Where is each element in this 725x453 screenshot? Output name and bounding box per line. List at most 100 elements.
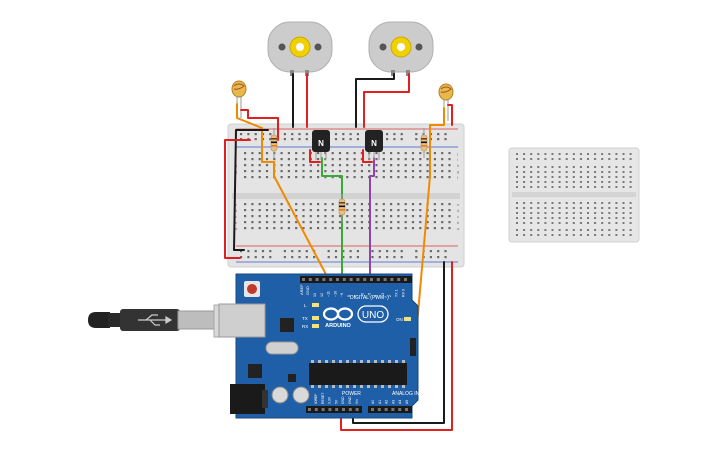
npn-transistor-right[interactable]: N xyxy=(365,130,383,160)
atmega-chip xyxy=(309,363,407,385)
resistor-right[interactable] xyxy=(420,128,428,158)
digital-pin-label: 13 xyxy=(313,293,317,297)
wire-motor-right-black xyxy=(355,73,395,128)
digital-pin-label: 12 xyxy=(320,293,324,297)
row-letter: a xyxy=(235,226,238,231)
analog-pin-label: A0 xyxy=(371,400,375,404)
analog-label: ANALOG IN xyxy=(392,391,420,397)
row-letter: c xyxy=(457,214,459,219)
led-label-tx: TX xyxy=(302,316,308,321)
wire-left-red-loop xyxy=(224,139,251,259)
analog-pin-label: A1 xyxy=(378,400,382,404)
dc-motor-left[interactable] xyxy=(267,21,333,76)
led-label-rx: RX xyxy=(302,324,308,329)
power-pin-label: IOREF xyxy=(314,394,318,404)
power-pin-label: RESET xyxy=(321,393,325,404)
row-letter: b xyxy=(457,220,460,225)
power-pin-label: 5V xyxy=(334,399,338,404)
power-pin-label: GND xyxy=(341,396,345,404)
arduino-brand: ARDUINO xyxy=(325,323,351,329)
row-letter: i xyxy=(457,157,458,162)
transistor-label: N xyxy=(318,139,324,148)
wire-green-signal xyxy=(321,157,343,284)
regulator xyxy=(248,364,262,378)
mini-breadboard[interactable] xyxy=(508,147,640,243)
resistor-left[interactable] xyxy=(270,128,278,158)
digital-pin-label: TX 1 xyxy=(395,289,399,297)
analog-pin-label: A2 xyxy=(385,400,389,404)
arduino-logo-icon xyxy=(322,307,354,321)
digital-header[interactable] xyxy=(300,276,412,283)
digital-pin-label: ~11 xyxy=(327,291,331,297)
wire-purple-signal xyxy=(369,157,375,284)
digital-pin-label: ~9 xyxy=(340,293,344,297)
power-pin-label: Vin xyxy=(355,399,359,404)
digital-pin-label: ~6 xyxy=(361,293,365,297)
row-letter: b xyxy=(235,220,238,225)
digital-header-label: DIGITAL (PWM~) xyxy=(350,295,389,301)
crystal-oscillator xyxy=(265,341,299,355)
power-pin-label: GND xyxy=(348,396,352,404)
wire-left-black-loop xyxy=(233,129,269,251)
digital-pin-label: 7 xyxy=(354,295,358,297)
digital-pin-label: ~10 xyxy=(333,291,337,297)
icsp-header xyxy=(410,338,416,356)
led-label-l: L xyxy=(304,303,307,308)
arduino-usb-port[interactable] xyxy=(218,303,266,338)
wire-ldr-right-red xyxy=(447,104,453,126)
wire-q2-collector xyxy=(362,149,373,163)
row-letter: g xyxy=(457,169,459,174)
wire-motor-right-red xyxy=(363,73,410,128)
digital-pin-label: 4 xyxy=(374,295,378,297)
digital-pin-label: ~3 xyxy=(381,293,385,297)
digital-pin-label: 8 xyxy=(347,295,351,297)
row-letter: d xyxy=(235,208,237,213)
capacitor xyxy=(292,386,310,404)
row-letter: c xyxy=(235,214,237,219)
chip-pins xyxy=(311,360,405,388)
row-letter: d xyxy=(457,208,459,213)
arduino-model: UNO xyxy=(362,310,384,321)
digital-pin-label: 2 xyxy=(388,295,392,297)
wire-ldr-left-orange xyxy=(236,103,275,163)
power-header[interactable] xyxy=(306,406,362,413)
wire-q1-collector xyxy=(309,149,321,163)
analog-pin-label: A4 xyxy=(398,400,402,404)
led-label-on: ON xyxy=(396,317,403,322)
digital-header-pins xyxy=(302,278,407,281)
power-pin-label: 3.3V xyxy=(328,396,332,404)
analog-pin-label: A3 xyxy=(391,400,395,404)
gnd-label: GND xyxy=(305,286,310,295)
bottom-header-pins xyxy=(308,408,408,411)
npn-transistor-left[interactable]: N xyxy=(312,130,330,160)
digital-pin-label: ~5 xyxy=(367,293,371,297)
analog-header[interactable] xyxy=(368,406,412,413)
mini-breadboard-holes xyxy=(516,153,632,236)
row-letter: a xyxy=(457,226,460,231)
row-letter: j xyxy=(456,151,458,156)
power-label: POWER xyxy=(342,391,361,397)
digital-pin-label: RX 0 xyxy=(401,289,405,297)
row-letter: e xyxy=(457,202,460,207)
aref-label: AREF xyxy=(299,284,304,295)
row-letter: f xyxy=(457,175,459,180)
usb-icon xyxy=(138,314,173,326)
power-jack[interactable] xyxy=(230,384,265,414)
transistor-label: N xyxy=(371,139,377,148)
analog-pin-label: A5 xyxy=(405,400,409,404)
wire-ldr-left-red xyxy=(240,109,279,141)
resistor-center[interactable] xyxy=(338,194,346,222)
wire-ldr-right-orange xyxy=(429,107,445,161)
row-letter: h xyxy=(457,163,459,168)
usb-chip xyxy=(280,318,294,332)
dc-motor-right[interactable] xyxy=(368,21,434,76)
capacitor xyxy=(271,386,289,404)
breadboard-holes xyxy=(240,133,451,259)
photoresistor-left[interactable] xyxy=(231,80,247,118)
